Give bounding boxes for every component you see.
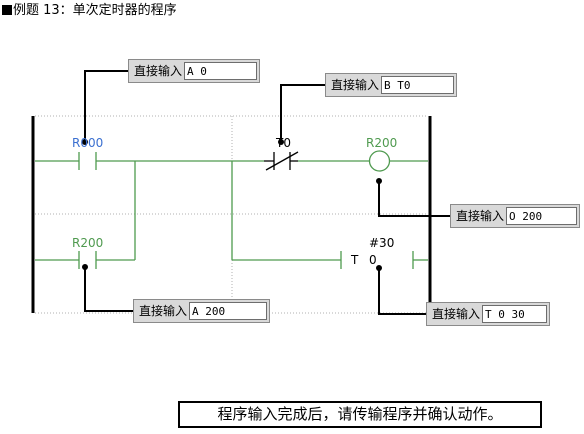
direct-input-field[interactable]: O 200 <box>506 207 577 225</box>
contact-t0-label: T0 <box>276 136 291 150</box>
direct-input-field[interactable]: A 0 <box>184 62 257 80</box>
nc-contact-t0 <box>264 151 299 171</box>
direct-input-box-o200: 直接输入 O 200 <box>450 204 580 228</box>
timer-type-label: T <box>351 253 359 267</box>
direct-input-box-a0: 直接输入 A 0 <box>128 59 260 83</box>
instruction-note: 程序输入完成后，请传输程序并确认动作。 <box>178 401 542 428</box>
direct-input-field[interactable]: T 0 30 <box>482 305 547 323</box>
direct-input-caption: 直接输入 <box>456 209 505 223</box>
direct-input-caption: 直接输入 <box>134 64 183 78</box>
square-bullet-icon <box>2 5 12 15</box>
leader-lines <box>84 70 450 315</box>
direct-input-box-a200: 直接输入 A 200 <box>133 299 270 323</box>
timer-number-label: 0 <box>369 253 377 267</box>
timer-constant-label: #30 <box>369 236 395 250</box>
direct-input-box-bt0: 直接输入 B T0 <box>325 73 457 97</box>
dotted-grid <box>35 115 428 314</box>
direct-input-caption: 直接输入 <box>139 304 188 318</box>
direct-input-caption: 直接输入 <box>331 78 380 92</box>
leader-dots <box>82 139 382 271</box>
contact-r200-label: R200 <box>72 236 104 250</box>
contact-r000-label: R000 <box>72 136 104 150</box>
direct-input-box-t030: 直接输入 T 0 30 <box>426 302 550 326</box>
rung-wires <box>35 150 428 269</box>
direct-input-field[interactable]: A 200 <box>189 302 267 320</box>
direct-input-caption: 直接输入 <box>432 307 481 321</box>
example-title: 例题 13：单次定时器的程序 <box>2 2 177 20</box>
coil-r200-label: R200 <box>366 136 398 150</box>
direct-input-field[interactable]: B T0 <box>381 76 454 94</box>
example-title-text: 例题 13：单次定时器的程序 <box>13 3 177 18</box>
